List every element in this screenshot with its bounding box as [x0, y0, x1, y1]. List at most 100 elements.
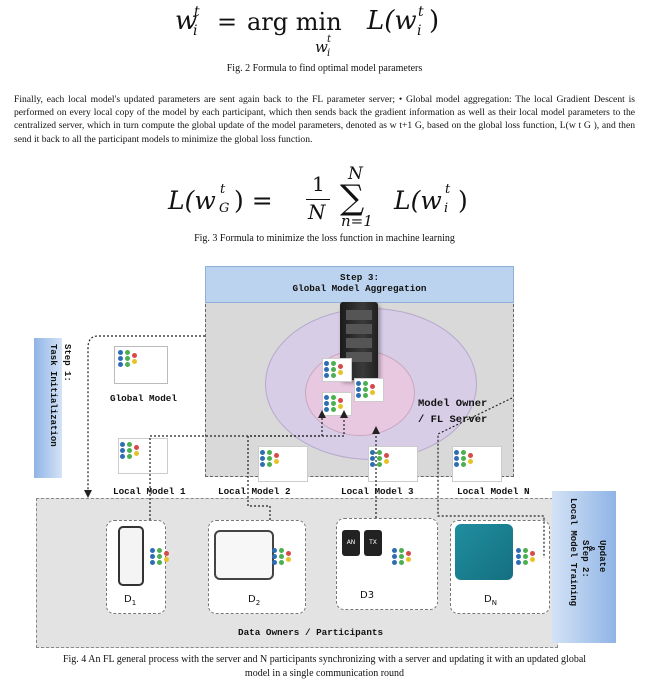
nn-node [377, 456, 382, 461]
eq2-lhs-close: ) = [234, 186, 273, 215]
nn-node [530, 557, 535, 562]
nn-node [279, 554, 284, 559]
server-label-line2: / FL Server [418, 414, 488, 426]
eq1-under-sup: t [327, 34, 332, 45]
nn-node [274, 453, 279, 458]
nn-node [120, 448, 125, 453]
nn-node [279, 548, 284, 553]
step2-line4: Update [597, 540, 607, 573]
device-n-label: DN [484, 594, 497, 607]
nn-node [157, 548, 162, 553]
nn-node [164, 557, 169, 562]
step1-subtitle: Task Initialization [48, 344, 58, 447]
eq2-rhs-sub: i [444, 201, 449, 216]
nn-node [118, 362, 123, 367]
eq1-under-sub: i [327, 48, 331, 59]
device-1-label: D1 [124, 594, 137, 607]
eq2-sum-bottom: n=1 [341, 212, 373, 230]
eq1-func: L(w [367, 6, 417, 36]
nn-node [516, 560, 521, 565]
arrow-up-3 [372, 426, 380, 434]
step2-box [552, 491, 616, 643]
body-paragraph: Finally, each local model's updated para… [14, 94, 635, 145]
nn-node [127, 442, 132, 447]
nn-node [356, 393, 361, 398]
nn-node [267, 456, 272, 461]
local-model-2-icon [258, 446, 308, 482]
eq1-lhs-w: w [175, 6, 198, 36]
nn-node [363, 387, 368, 392]
arrow-init [84, 490, 92, 498]
eq2-frac-num: 1 [312, 172, 325, 196]
nn-node [150, 548, 155, 553]
nn-node [363, 381, 368, 386]
figure-4-caption-line1: Fig. 4 An FL general process with the se… [62, 654, 587, 665]
eq2-rhs-close: ) [458, 186, 468, 215]
nn-node [370, 456, 375, 461]
nn-node [377, 450, 382, 455]
eq2-rhs: L(w [394, 186, 442, 215]
nn-node [127, 454, 132, 459]
nn-node [356, 381, 361, 386]
nn-node [516, 548, 521, 553]
nn-node [523, 554, 528, 559]
phone-icon [118, 526, 144, 586]
tablet-left-icon: AN [342, 530, 360, 556]
eq1-lhs-sub: i [193, 23, 198, 39]
nn-node [272, 548, 277, 553]
nn-node [454, 450, 459, 455]
figure-2-caption: Fig. 2 Formula to find optimal model par… [226, 63, 423, 74]
step1-title: Step 1: [62, 344, 72, 382]
nn-node [272, 554, 277, 559]
local-model-2-label: Local Model 2 [218, 486, 291, 497]
nn-node [523, 548, 528, 553]
nn-node [461, 450, 466, 455]
equation-argmin: w t i = arg min w t i L(w t i ) [175, 4, 475, 59]
step1-box [34, 338, 62, 478]
device-3-label: D3 [360, 590, 375, 601]
nn-node [164, 551, 169, 556]
nn-node [370, 462, 375, 467]
nn-node [125, 362, 130, 367]
eq1-lhs-sup: t [194, 4, 200, 20]
eq1-operator: arg min [247, 8, 342, 36]
nn-node [150, 554, 155, 559]
step3-title: Step 3: [339, 272, 380, 283]
nn-node [120, 442, 125, 447]
eq2-lhs-sup: t [220, 182, 226, 197]
nn-node [454, 462, 459, 467]
init-connector [87, 335, 205, 490]
figure-4-caption-line2: model in a single communication round [244, 668, 405, 679]
eq2-sum-top: N [348, 164, 363, 184]
local-model-3-label: Local Model 3 [341, 486, 414, 497]
eq2-lhs-sub: G [219, 201, 230, 216]
upload-connector-1 [149, 418, 323, 520]
local-model-1-icon [118, 438, 168, 474]
participants-label: Data Owners / Participants [238, 627, 384, 638]
nn-node [338, 404, 343, 409]
nn-node [157, 554, 162, 559]
eq1-equals: = [217, 8, 238, 36]
nn-node [461, 462, 466, 467]
nn-node [331, 407, 336, 412]
eq1-under-w: w [315, 38, 328, 56]
nn-node [399, 548, 404, 553]
eq2-frac-den: N [308, 200, 326, 224]
nn-node [523, 560, 528, 565]
global-model-icon [114, 346, 168, 384]
nn-node [286, 551, 291, 556]
nn-node [260, 450, 265, 455]
nn-node [132, 359, 137, 364]
nn-node [157, 560, 162, 565]
fl-process-diagram: Step 3: Global Model Aggregation Model O… [0, 258, 649, 650]
nn-node [356, 387, 361, 392]
device-2-label: D2 [248, 594, 261, 607]
eq2-frac-bar [306, 199, 330, 200]
nn-node [279, 560, 284, 565]
arrow-up-2 [340, 410, 348, 418]
nn-node [406, 551, 411, 556]
nn-node [272, 560, 277, 565]
nn-node [399, 560, 404, 565]
nn-node [286, 557, 291, 562]
server-rack-icon [340, 302, 378, 380]
